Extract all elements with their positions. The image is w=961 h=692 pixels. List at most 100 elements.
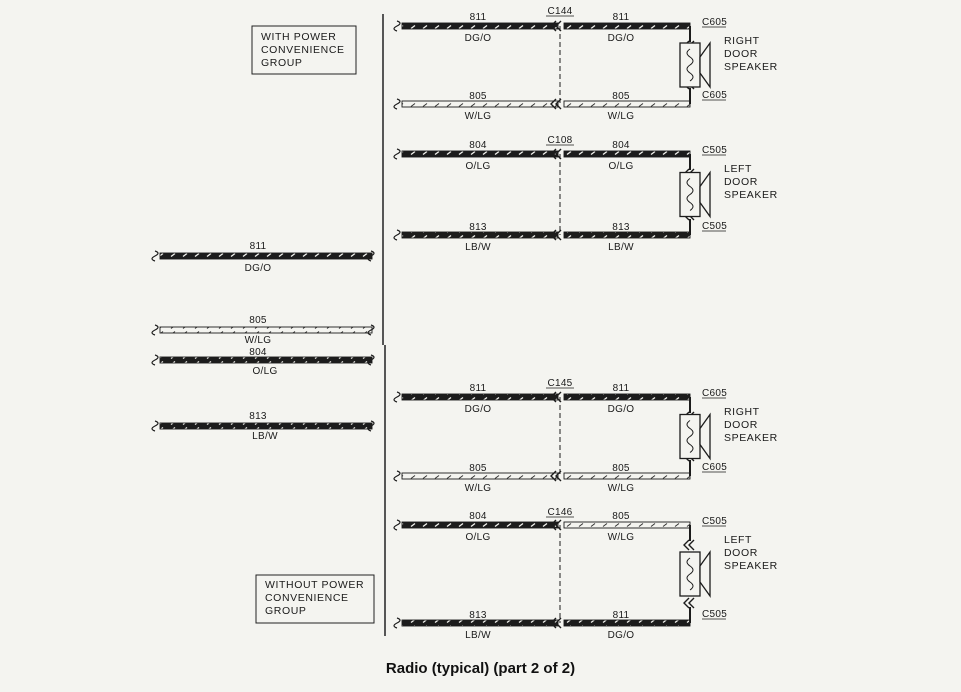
wire-color: W/LG [608,111,635,122]
page-title: Radio (typical) (part 2 of 2) [385,660,576,677]
speaker-section: C108804O/LG804O/LG813LB/W813LB/WC505C505… [393,135,778,253]
speaker-cone [699,40,711,90]
speaker-name: DOOR [724,419,758,431]
wire [401,521,559,529]
connector-label: C145 [547,378,572,389]
speaker-connector-label: C505 [702,221,727,232]
speaker-coil [686,420,694,453]
wire-end-cap [393,470,401,482]
group-label-line: GROUP [265,605,307,617]
wire-body [401,472,559,480]
wire [401,22,559,30]
speaker-coil [686,178,694,211]
speaker-name: RIGHT [724,406,760,418]
wire [563,22,691,30]
wire-body [401,22,559,30]
left-wire-group: 811 DG/O 805 W/LG 804 O/LG 813 LB/W [151,241,375,442]
wire-number: 811 [470,383,487,394]
wire-end-cap [393,148,401,160]
wire-color: W/LG [465,483,492,494]
wire-body [563,521,691,529]
speaker-name: SPEAKER [724,432,778,444]
wire-body [401,150,559,158]
wire-number: 804 [249,347,267,358]
wire-body [401,393,559,401]
wire-color: W/LG [608,532,635,543]
wire-number: 805 [249,315,267,326]
wire-color: LB/W [465,630,491,641]
wire-body [159,252,373,260]
wire-number: 813 [469,222,487,233]
wire [401,472,559,480]
wire-number: 811 [613,610,630,621]
connector-chevron [550,98,562,110]
speaker-name: DOOR [724,547,758,559]
wire-color: O/LG [252,366,277,377]
wire [563,150,691,158]
wire-end-cap [151,354,159,366]
connector-chevron [550,617,562,629]
wire-body [159,422,373,430]
wire-color: W/LG [608,483,635,494]
wire-number: 811 [250,241,267,252]
wire-end-cap [393,617,401,629]
speaker-coil [686,557,694,591]
connector-chevron [550,148,562,160]
wire-number: 805 [469,91,487,102]
wire-number: 811 [613,383,630,394]
wire-number: 804 [469,511,487,522]
group-label-line: WITH POWER [261,31,336,43]
wire-end-cap [367,250,375,262]
wire [159,422,373,430]
speaker-icon [679,412,711,461]
wire-number: 805 [612,91,630,102]
wire-color: DG/O [608,404,635,415]
wire-end-cap [367,354,375,366]
wire-body [159,356,373,364]
wire-color: W/LG [245,335,272,346]
wire-end-cap [393,98,401,110]
speaker-sections: C144811DG/O811DG/O805W/LG805W/LGC605C605… [393,6,778,641]
wire [401,231,559,239]
wire-color: W/LG [465,111,492,122]
wire-number: 811 [613,12,630,23]
wire-number: 805 [612,463,630,474]
wire [159,326,373,334]
speaker-connector-label: C505 [702,145,727,156]
wire-body [563,150,691,158]
speaker-section: C144811DG/O811DG/O805W/LG805W/LGC605C605… [393,6,777,122]
wire [401,100,559,108]
connector-chevron [550,391,562,403]
wire-color: DG/O [465,404,492,415]
without-power-group-box: WITHOUT POWER CONVENIENCE GROUP [255,574,375,624]
wire-number: 813 [249,411,267,422]
wire-body [401,521,559,529]
speaker-coil [686,48,694,82]
speaker-name: SPEAKER [724,189,778,201]
wire-end-cap [151,324,159,336]
wire [159,356,373,364]
with-power-group-box: WITH POWER CONVENIENCE GROUP [251,25,357,75]
wire-end-cap [367,420,375,432]
connector-chevron [550,229,562,241]
speaker-section: C146804O/LG805W/LG813LB/W811DG/OC505C505… [393,507,778,641]
wire-color: O/LG [608,161,633,172]
wire-body [401,619,559,627]
wire-color: LB/W [252,431,278,442]
connector-label: C144 [547,6,572,17]
wire-number: 804 [612,140,630,151]
wire [401,619,559,627]
wire-end-cap [367,324,375,336]
connector-chevron [550,20,562,32]
wire-end-cap [151,250,159,262]
group-label-line: GROUP [261,57,303,69]
wire-end-cap [393,20,401,32]
speaker-name: SPEAKER [724,560,778,572]
speaker-connector-label: C605 [702,17,727,28]
wire-number: 811 [470,12,487,23]
speaker-section: C145811DG/O811DG/O805W/LG805W/LGC605C605… [393,378,778,494]
speaker-name: LEFT [724,163,752,175]
speaker-name: DOOR [724,176,758,188]
speaker-connector-label: C605 [702,462,727,473]
